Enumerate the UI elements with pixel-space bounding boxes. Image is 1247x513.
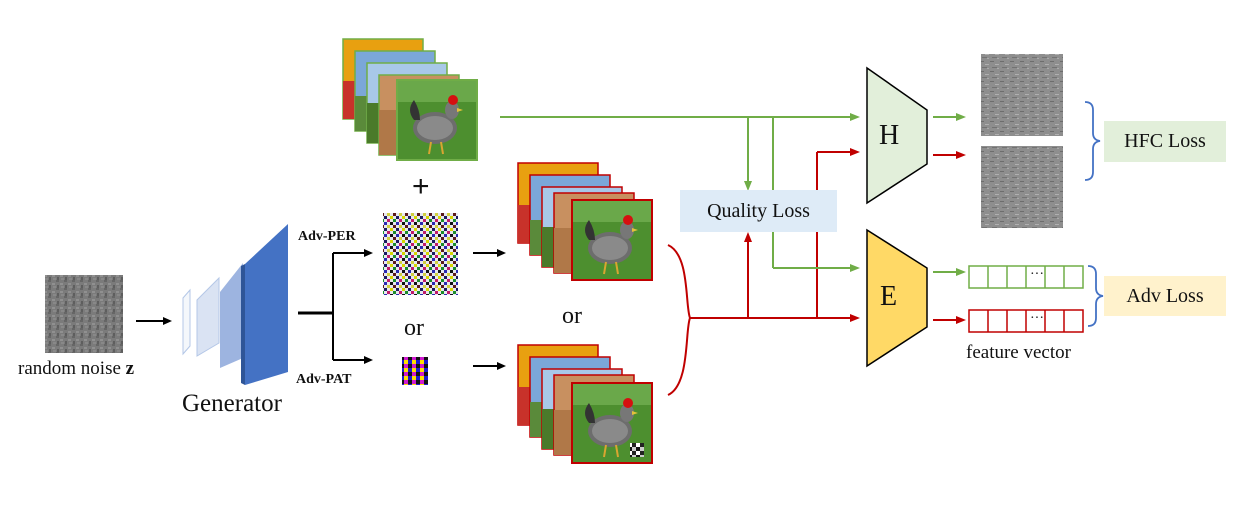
feature-dots-adv: ··· [1030, 311, 1044, 326]
hfc-clean-image [981, 54, 1063, 136]
h-module-label: H [879, 120, 900, 151]
feature-vector-adv [968, 309, 1084, 333]
adv-pat-label: Adv-PAT [296, 372, 352, 387]
e-module-label: E [880, 281, 898, 312]
patch-image [402, 357, 428, 385]
hfc-adv-image [981, 146, 1063, 228]
clean-image-stack [342, 38, 478, 161]
generator-network [182, 224, 288, 385]
or-label-right: or [562, 303, 582, 329]
feature-vector-label: feature vector [966, 342, 1071, 363]
feature-vector-clean [968, 265, 1084, 289]
h-module [866, 66, 928, 205]
generator-label: Generator [182, 390, 282, 417]
adv-per-image-stack [517, 162, 653, 281]
adv-loss-box: Adv Loss [1104, 276, 1226, 316]
adv-brace [1087, 265, 1104, 327]
hfc-loss-box: HFC Loss [1104, 121, 1226, 162]
adv-per-label: Adv-PER [298, 229, 356, 244]
noise-image [45, 275, 123, 353]
noise-label: random noise z [18, 358, 135, 379]
plus-sign: + [412, 170, 430, 203]
perturbation-image [383, 213, 458, 295]
e-module [866, 228, 928, 368]
or-label-left: or [404, 315, 424, 341]
hfc-brace [1084, 101, 1101, 181]
feature-dots-clean: ··· [1030, 267, 1044, 282]
quality-loss-box: Quality Loss [680, 190, 837, 232]
adv-pat-image-stack [517, 344, 653, 464]
